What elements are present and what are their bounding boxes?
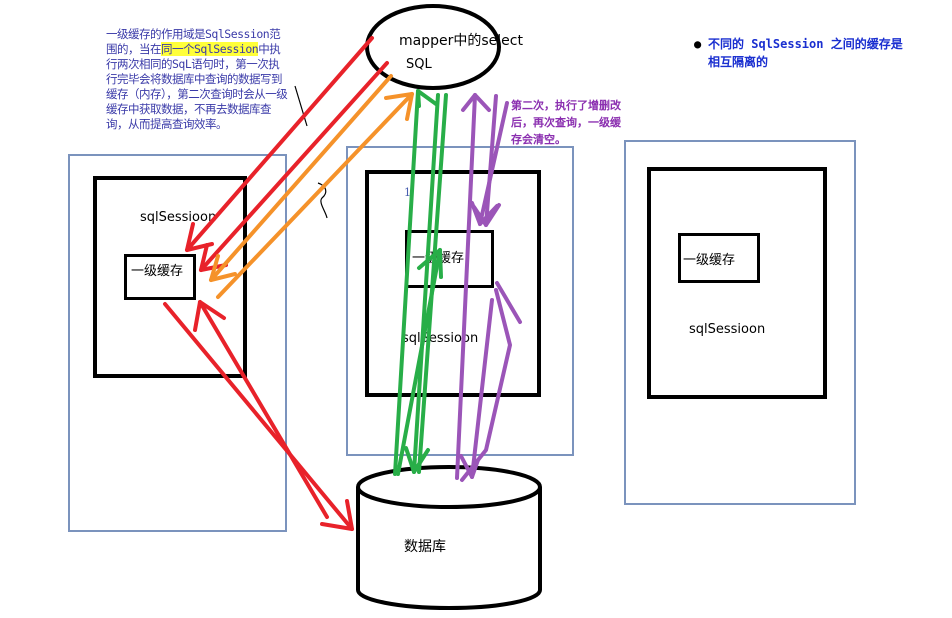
mapper-line2: SQL xyxy=(406,57,432,72)
mapper-ellipse xyxy=(365,4,501,90)
right-cache-box: 一级缓存 xyxy=(678,233,760,283)
bullet-icon: ● xyxy=(694,37,702,51)
database-cylinder xyxy=(356,465,542,610)
tick-mark xyxy=(294,85,308,127)
middle-note: 第二次，执行了增删改后，再次查询，一级缓存会清空。 xyxy=(511,99,621,146)
red-arrows xyxy=(163,36,389,531)
right-session-box xyxy=(647,167,827,399)
right-note-text: 不同的 SqlSession 之间的缓存是相互隔离的 xyxy=(708,37,903,69)
left-note-part2: 中执行两次相同的SqL语句时，第一次执行完毕会将数据库中查询的数据写到缓存（内存… xyxy=(106,42,288,131)
right-outer-box xyxy=(624,140,856,505)
left-note-highlight: 同一个SqlSession xyxy=(161,42,259,56)
green-arrows xyxy=(393,89,448,476)
middle-marker: 1 xyxy=(404,186,411,199)
right-note: ● 不同的 SqlSession 之间的缓存是相互隔离的 xyxy=(694,35,908,71)
left-session-label: sqlSessioon xyxy=(140,210,217,225)
left-session-box xyxy=(93,176,247,378)
middle-session-box xyxy=(365,170,541,397)
left-outer-box xyxy=(68,154,287,532)
database-label: 数据库 xyxy=(404,539,446,555)
left-note-part1: 一级缓存的作用域是SqlSession范围的，当在 xyxy=(106,27,281,56)
right-session-label: sqlSessioon xyxy=(689,322,766,337)
purple-arrows xyxy=(455,93,522,482)
orange-arrows xyxy=(209,74,414,299)
left-cache-box: 一级缓存 xyxy=(124,254,196,300)
mapper-line1: mapper中的select xyxy=(399,33,523,49)
left-note: 一级缓存的作用域是SqlSession范围的，当在同一个SqlSession中执… xyxy=(106,27,288,132)
